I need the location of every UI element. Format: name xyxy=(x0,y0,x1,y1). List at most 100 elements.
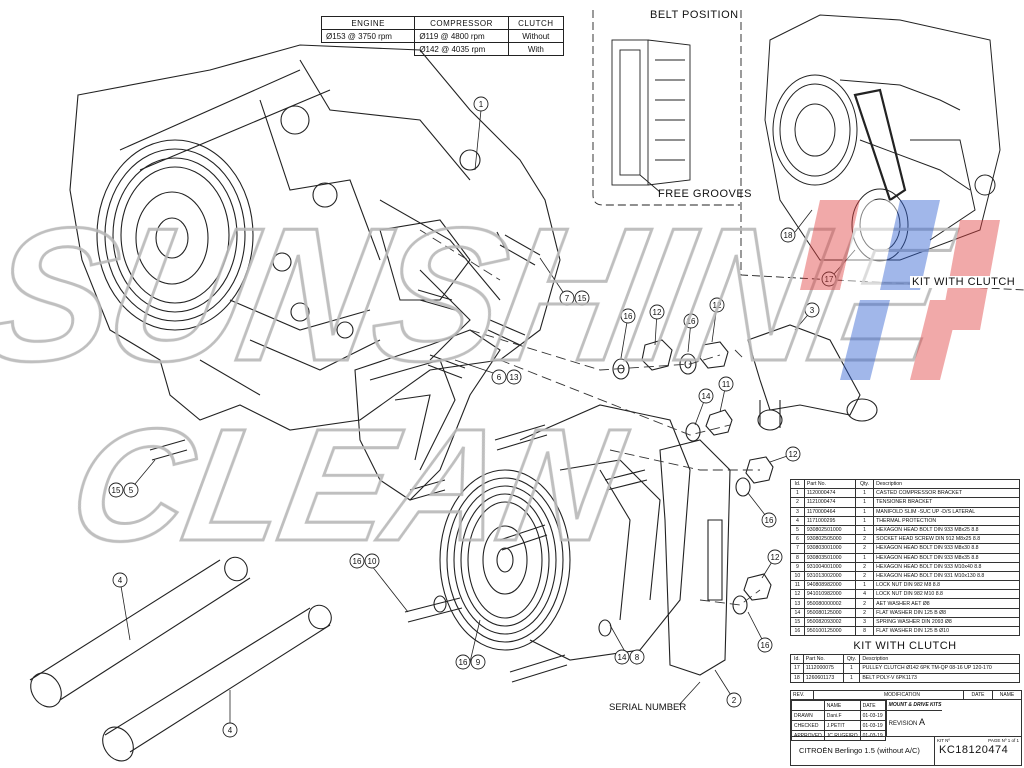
belt-position-title: BELT POSITION xyxy=(650,9,739,21)
bom-cell: HEXAGON HEAD BOLT DIN 933 M8x25 8.8 xyxy=(873,524,1020,536)
bom-cell: 1 xyxy=(790,488,805,499)
callout-11: 11 xyxy=(722,380,731,389)
bom-cell: LOCK NUT DIN 982 M8 8.8 xyxy=(873,580,1020,591)
bom-header: Id. xyxy=(790,478,805,490)
bom-cell: AET WASHER AET Ø8 xyxy=(873,598,1020,609)
bom-cell: 1 xyxy=(854,580,875,591)
manifold xyxy=(747,324,861,416)
svg-text:SUNSHINE: SUNSHINE xyxy=(0,188,966,400)
bom-cell: FLAT WASHER DIN 125 B Ø8 xyxy=(873,607,1020,618)
tb-revision-label: REVISION xyxy=(888,721,918,727)
kit-header: Id. xyxy=(790,654,804,665)
tb-subject: MOUNT & DRIVE KITS xyxy=(886,700,942,711)
tb-checked-name: J.PETIT xyxy=(823,720,861,731)
engine-block xyxy=(69,44,561,431)
tb-drawn-date: 01-03-19 xyxy=(859,710,886,721)
callout-16e: 16 xyxy=(353,557,362,566)
bom-cell: 15 xyxy=(790,616,805,628)
compressor xyxy=(439,404,691,661)
callout-15b: 15 xyxy=(112,486,121,495)
bom-cell: 2 xyxy=(790,497,805,508)
bom-cell: 2 xyxy=(854,543,875,554)
bom-cell: 10 xyxy=(790,570,805,582)
kit-cell: 17 xyxy=(790,663,804,674)
bom-cell: 931004001000 xyxy=(803,561,856,572)
bom-header: Qty. xyxy=(854,478,875,490)
callout-16d: 16 xyxy=(761,641,770,650)
kit-cell: 18 xyxy=(790,672,804,683)
spec-table: ENGINE COMPRESSOR CLUTCH Ø153 @ 3750 rpm… xyxy=(320,16,565,56)
tensioner-bracket xyxy=(659,439,731,676)
bom-cell: 930803001000 xyxy=(803,543,856,554)
bom-cell: HEXAGON HEAD BOLT DIN 933 M10x40 8.8 xyxy=(873,561,1020,572)
free-grooves-label: FREE GROOVES xyxy=(658,188,753,200)
bom-cell: 1 xyxy=(854,506,875,517)
callout-16c: 16 xyxy=(765,516,774,525)
kit-cell: 1112000075 xyxy=(802,663,844,674)
kit-header: Part No. xyxy=(802,654,844,665)
tb-modification: MODIFICATION xyxy=(814,691,964,699)
bom-cell: 2 xyxy=(854,534,875,545)
bom-cell: 930802501000 xyxy=(803,524,856,536)
bom-cell: 931013002000 xyxy=(803,570,856,582)
kit-with-clutch-panel-label: KIT WITH CLUTCH xyxy=(910,276,1018,288)
bom-cell: 950100125000 xyxy=(803,625,856,637)
kit-cell: 1 xyxy=(842,663,861,674)
bom-cell: HEXAGON HEAD BOLT DIN 931 M10x130 8.8 xyxy=(873,570,1020,582)
serial-number-label: SERIAL NUMBER xyxy=(609,702,686,713)
bom-cell: 5 xyxy=(790,524,805,536)
kit-cell: 1260601173 xyxy=(802,672,844,683)
callout-14b: 14 xyxy=(618,653,627,662)
callout-1: 1 xyxy=(479,100,484,109)
bom-cell: 941010982000 xyxy=(803,589,856,600)
bom-cell: 1 xyxy=(854,488,875,499)
bom-cell: 11 xyxy=(790,580,805,591)
callout-12b: 12 xyxy=(713,301,722,310)
tb-checked-date: 01-03-19 xyxy=(859,720,886,731)
bom-cell: LOCK NUT DIN 982 M10 8.8 xyxy=(873,589,1020,600)
bom-cell: 3 xyxy=(854,616,875,628)
bom-cell: 1 xyxy=(854,552,875,563)
bom-cell: 8 xyxy=(790,552,805,563)
bom-cell: 2 xyxy=(854,607,875,618)
callout-12a: 12 xyxy=(653,308,662,317)
tb-page-label: PAGE Nº 1 of 1 xyxy=(988,738,1019,743)
washers-nuts xyxy=(433,339,774,637)
bom-cell: FLAT WASHER DIN 125 B Ø10 xyxy=(873,625,1020,637)
callout-6: 6 xyxy=(497,373,502,382)
spec-header: COMPRESSOR xyxy=(414,16,509,30)
callout-4a: 4 xyxy=(118,576,123,585)
callout-16b: 16 xyxy=(687,317,696,326)
bom-cell: 940808982000 xyxy=(803,580,856,591)
bom-cell: 4 xyxy=(854,589,875,600)
tb-approved-date: 01-03-19 xyxy=(859,730,886,741)
bom-cell: 13 xyxy=(790,598,805,609)
spec-cell: Without xyxy=(507,29,565,43)
bom-cell: 8 xyxy=(854,625,875,637)
watermark: SUNSHINE CLEAN xyxy=(0,187,967,576)
kit-header: Qty. xyxy=(842,654,861,665)
bom-cell: 16 xyxy=(790,625,805,637)
bom-cell: 1 xyxy=(854,515,875,526)
bolts xyxy=(149,231,648,683)
spec-cell: With xyxy=(507,42,565,56)
bom-cell: 2 xyxy=(854,598,875,609)
callout-17: 17 xyxy=(825,275,834,284)
kit-cell: 1 xyxy=(842,672,861,683)
bom-cell: SPRING WASHER DIN 2093 Ø8 xyxy=(873,616,1020,628)
bom-header: Description xyxy=(873,478,1020,490)
tb-name-h: NAME xyxy=(823,700,861,711)
